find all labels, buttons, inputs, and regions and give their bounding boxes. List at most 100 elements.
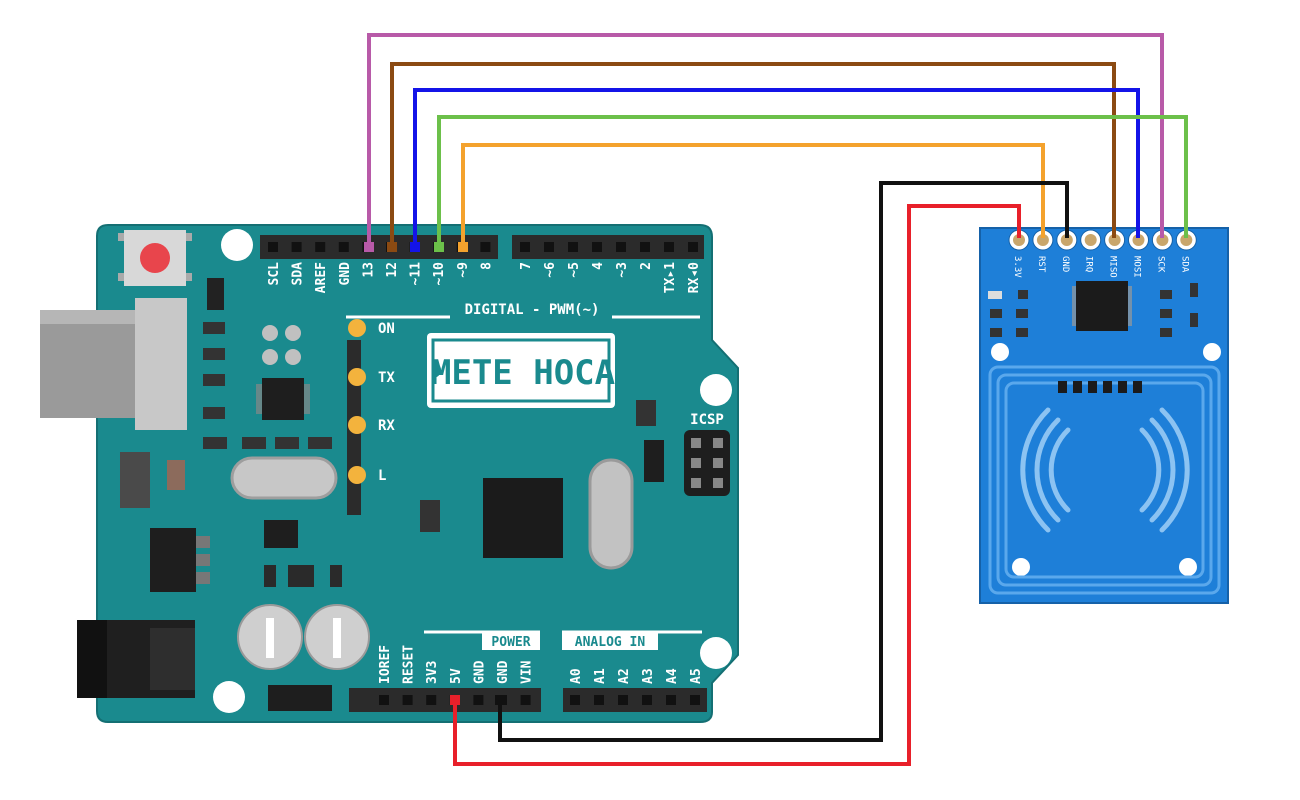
- led-tx: [348, 368, 366, 386]
- power-header: [349, 688, 541, 712]
- power-pin-label: RESET: [402, 645, 417, 684]
- pads: [262, 325, 301, 365]
- digital-label: DIGITAL - PWM(~): [465, 302, 600, 318]
- logo-text: METE HOCA: [431, 353, 615, 393]
- digital-pin-label: TX▸1: [663, 262, 678, 293]
- status-leds: ON TX RX L: [348, 319, 395, 484]
- digital-pin-label: ~3: [615, 262, 630, 278]
- digital-pin-label: ~5: [567, 262, 582, 278]
- power-pin-hole: [426, 695, 437, 705]
- digital-pin-label: ~9: [456, 262, 471, 278]
- rfid-pin-hole: [1108, 234, 1121, 246]
- power-pin-hole: [473, 695, 484, 705]
- capacitor: [237, 604, 303, 670]
- digital-pin-hole: [544, 242, 554, 252]
- led-label: RX: [378, 418, 395, 434]
- digital-pin-label: ~6: [543, 262, 558, 278]
- analog-pin-label: A1: [593, 668, 608, 684]
- wire-blue: [413, 88, 1140, 246]
- microcontroller: [483, 478, 563, 558]
- wireless-icon: [1020, 407, 1190, 533]
- power-pin-label: 3V3: [425, 661, 440, 684]
- analog-pin-hole: [690, 695, 700, 705]
- reset-button[interactable]: [118, 230, 192, 286]
- analog-header: [563, 688, 707, 712]
- component: [207, 278, 224, 310]
- power-pin-hole: [402, 695, 413, 705]
- analog-pin-hole: [570, 695, 580, 705]
- power-pin-label: GND: [496, 660, 511, 684]
- digital-pin-label: 8: [479, 262, 494, 270]
- led-l: [348, 466, 366, 484]
- digital-pin-hole: [664, 242, 674, 252]
- led-label: L: [378, 468, 386, 484]
- wire-endpoints: [364, 242, 505, 705]
- component: [644, 440, 664, 482]
- led-label: ON: [378, 321, 395, 337]
- rfid-pin-label: MOSI: [1132, 256, 1142, 278]
- power-pin-hole: [520, 695, 531, 705]
- digital-pin-hole: [480, 242, 491, 252]
- rfid-smd: [988, 283, 1198, 337]
- wires: [367, 33, 1188, 766]
- digital-pin-label: 12: [385, 262, 400, 278]
- power-jack: [77, 620, 195, 698]
- digital-pin-label: 4: [591, 262, 606, 270]
- digital-pin-label: GND: [338, 262, 353, 286]
- digital-pin-label: SCL: [267, 262, 282, 286]
- digital-pin-hole: [640, 242, 650, 252]
- rfid-pin-label: RST: [1036, 256, 1046, 273]
- usb-chip: [256, 378, 310, 420]
- crystal-2: [588, 458, 634, 570]
- digital-pin-hole: [592, 242, 602, 252]
- wire-red: [453, 204, 1021, 766]
- digital-header-right: [512, 235, 704, 259]
- digital-pin-label: 2: [639, 262, 654, 270]
- rfid-pin-label: 3.3V: [1012, 256, 1022, 278]
- icsp-label: ICSP: [690, 412, 724, 428]
- digital-pin-label: RX◂0: [687, 262, 702, 293]
- digital-pin-hole: [688, 242, 698, 252]
- smd-components: [203, 322, 332, 449]
- rfid-pin-label: SCK: [1155, 256, 1165, 273]
- analog-pin-hole: [666, 695, 676, 705]
- analog-pin-label: A5: [689, 668, 704, 684]
- analog-pin-label: A2: [617, 668, 632, 684]
- analog-pin-hole: [618, 695, 628, 705]
- crystal: [230, 456, 338, 500]
- wire-black: [498, 181, 1069, 742]
- power-pin-label: IOREF: [378, 645, 393, 684]
- mount-hole: [700, 374, 732, 406]
- mount-hole: [221, 229, 253, 261]
- led-on: [348, 319, 366, 337]
- antenna-pads: [1058, 381, 1142, 393]
- digital-pin-hole: [268, 242, 278, 252]
- mount-hole: [213, 681, 245, 713]
- wire-orange: [461, 143, 1045, 246]
- analog-label-bg: [562, 632, 658, 650]
- led-label: TX: [378, 370, 395, 386]
- digital-pin-label: 13: [361, 262, 376, 278]
- component: [167, 460, 185, 490]
- rfid-pin-label: IRQ: [1084, 256, 1094, 272]
- rfid-pin-hole: [1036, 234, 1049, 246]
- digital-label-bg: [450, 296, 612, 320]
- digital-pin-hole: [315, 242, 326, 252]
- rfid-mount-hole: [1179, 558, 1197, 576]
- mount-hole: [700, 637, 732, 669]
- rfid-pin-hole: [1156, 234, 1169, 246]
- digital-pin-label: ~11: [409, 262, 424, 286]
- small-chip: [264, 520, 298, 548]
- power-label-bg: [482, 632, 540, 650]
- rfid-pin-hole: [1084, 234, 1097, 246]
- wire-pink: [367, 33, 1164, 246]
- power-pin-label: GND: [472, 660, 487, 684]
- digital-pin-hole: [520, 242, 530, 252]
- power-pin-label: VIN: [520, 660, 535, 684]
- led-rx: [348, 416, 366, 434]
- digital-pin-label: ~10: [432, 262, 447, 286]
- digital-pin-label: AREF: [314, 262, 329, 293]
